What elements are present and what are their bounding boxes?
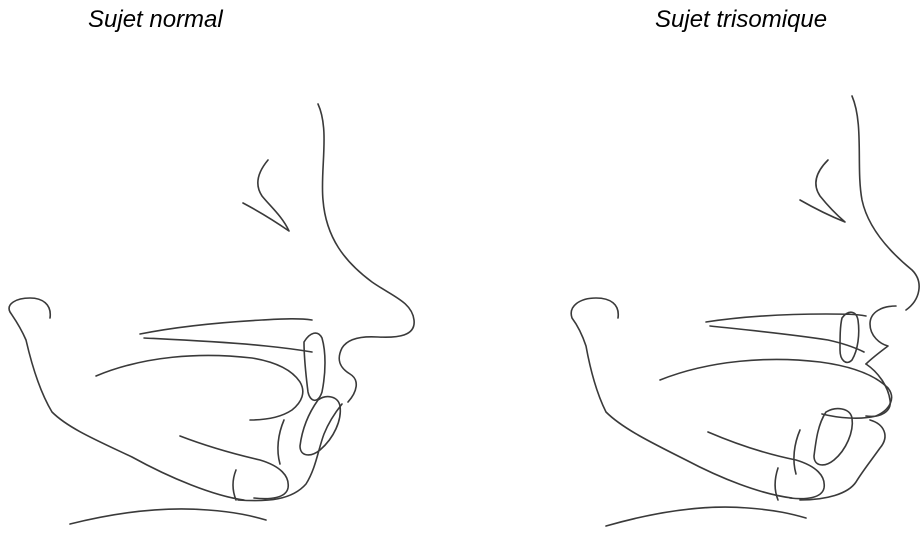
trisomic-chin-inner (708, 432, 824, 499)
trisomic-upper-incisor (840, 312, 859, 362)
normal-chin-inner (180, 436, 288, 499)
normal-lower-lip-chin (238, 404, 342, 501)
normal-tongue-outline (96, 355, 303, 420)
trisomic-nose-tip (866, 306, 896, 364)
trisomic-profile-drawing (571, 96, 919, 526)
trisomic-lower-teeth-root (794, 430, 800, 474)
trisomic-orbit (800, 160, 845, 222)
trisomic-nose-forehead-outline (852, 96, 919, 310)
trisomic-mandible-outline (571, 298, 792, 498)
normal-neck-line (70, 509, 266, 524)
normal-nose-forehead-outline (318, 104, 414, 402)
normal-lower-teeth-root (278, 420, 284, 464)
normal-orbit (243, 160, 289, 231)
trisomic-lower-lip-chin (800, 420, 885, 500)
normal-palate-upper (140, 319, 312, 334)
trisomic-neck-line (606, 507, 806, 526)
normal-symphysis (233, 470, 236, 500)
normal-palate-lower (144, 338, 312, 352)
normal-mandible-outline (9, 298, 244, 500)
normal-profile-drawing (9, 104, 414, 524)
trisomic-tongue-outline (660, 359, 892, 418)
normal-upper-incisor (304, 333, 325, 400)
